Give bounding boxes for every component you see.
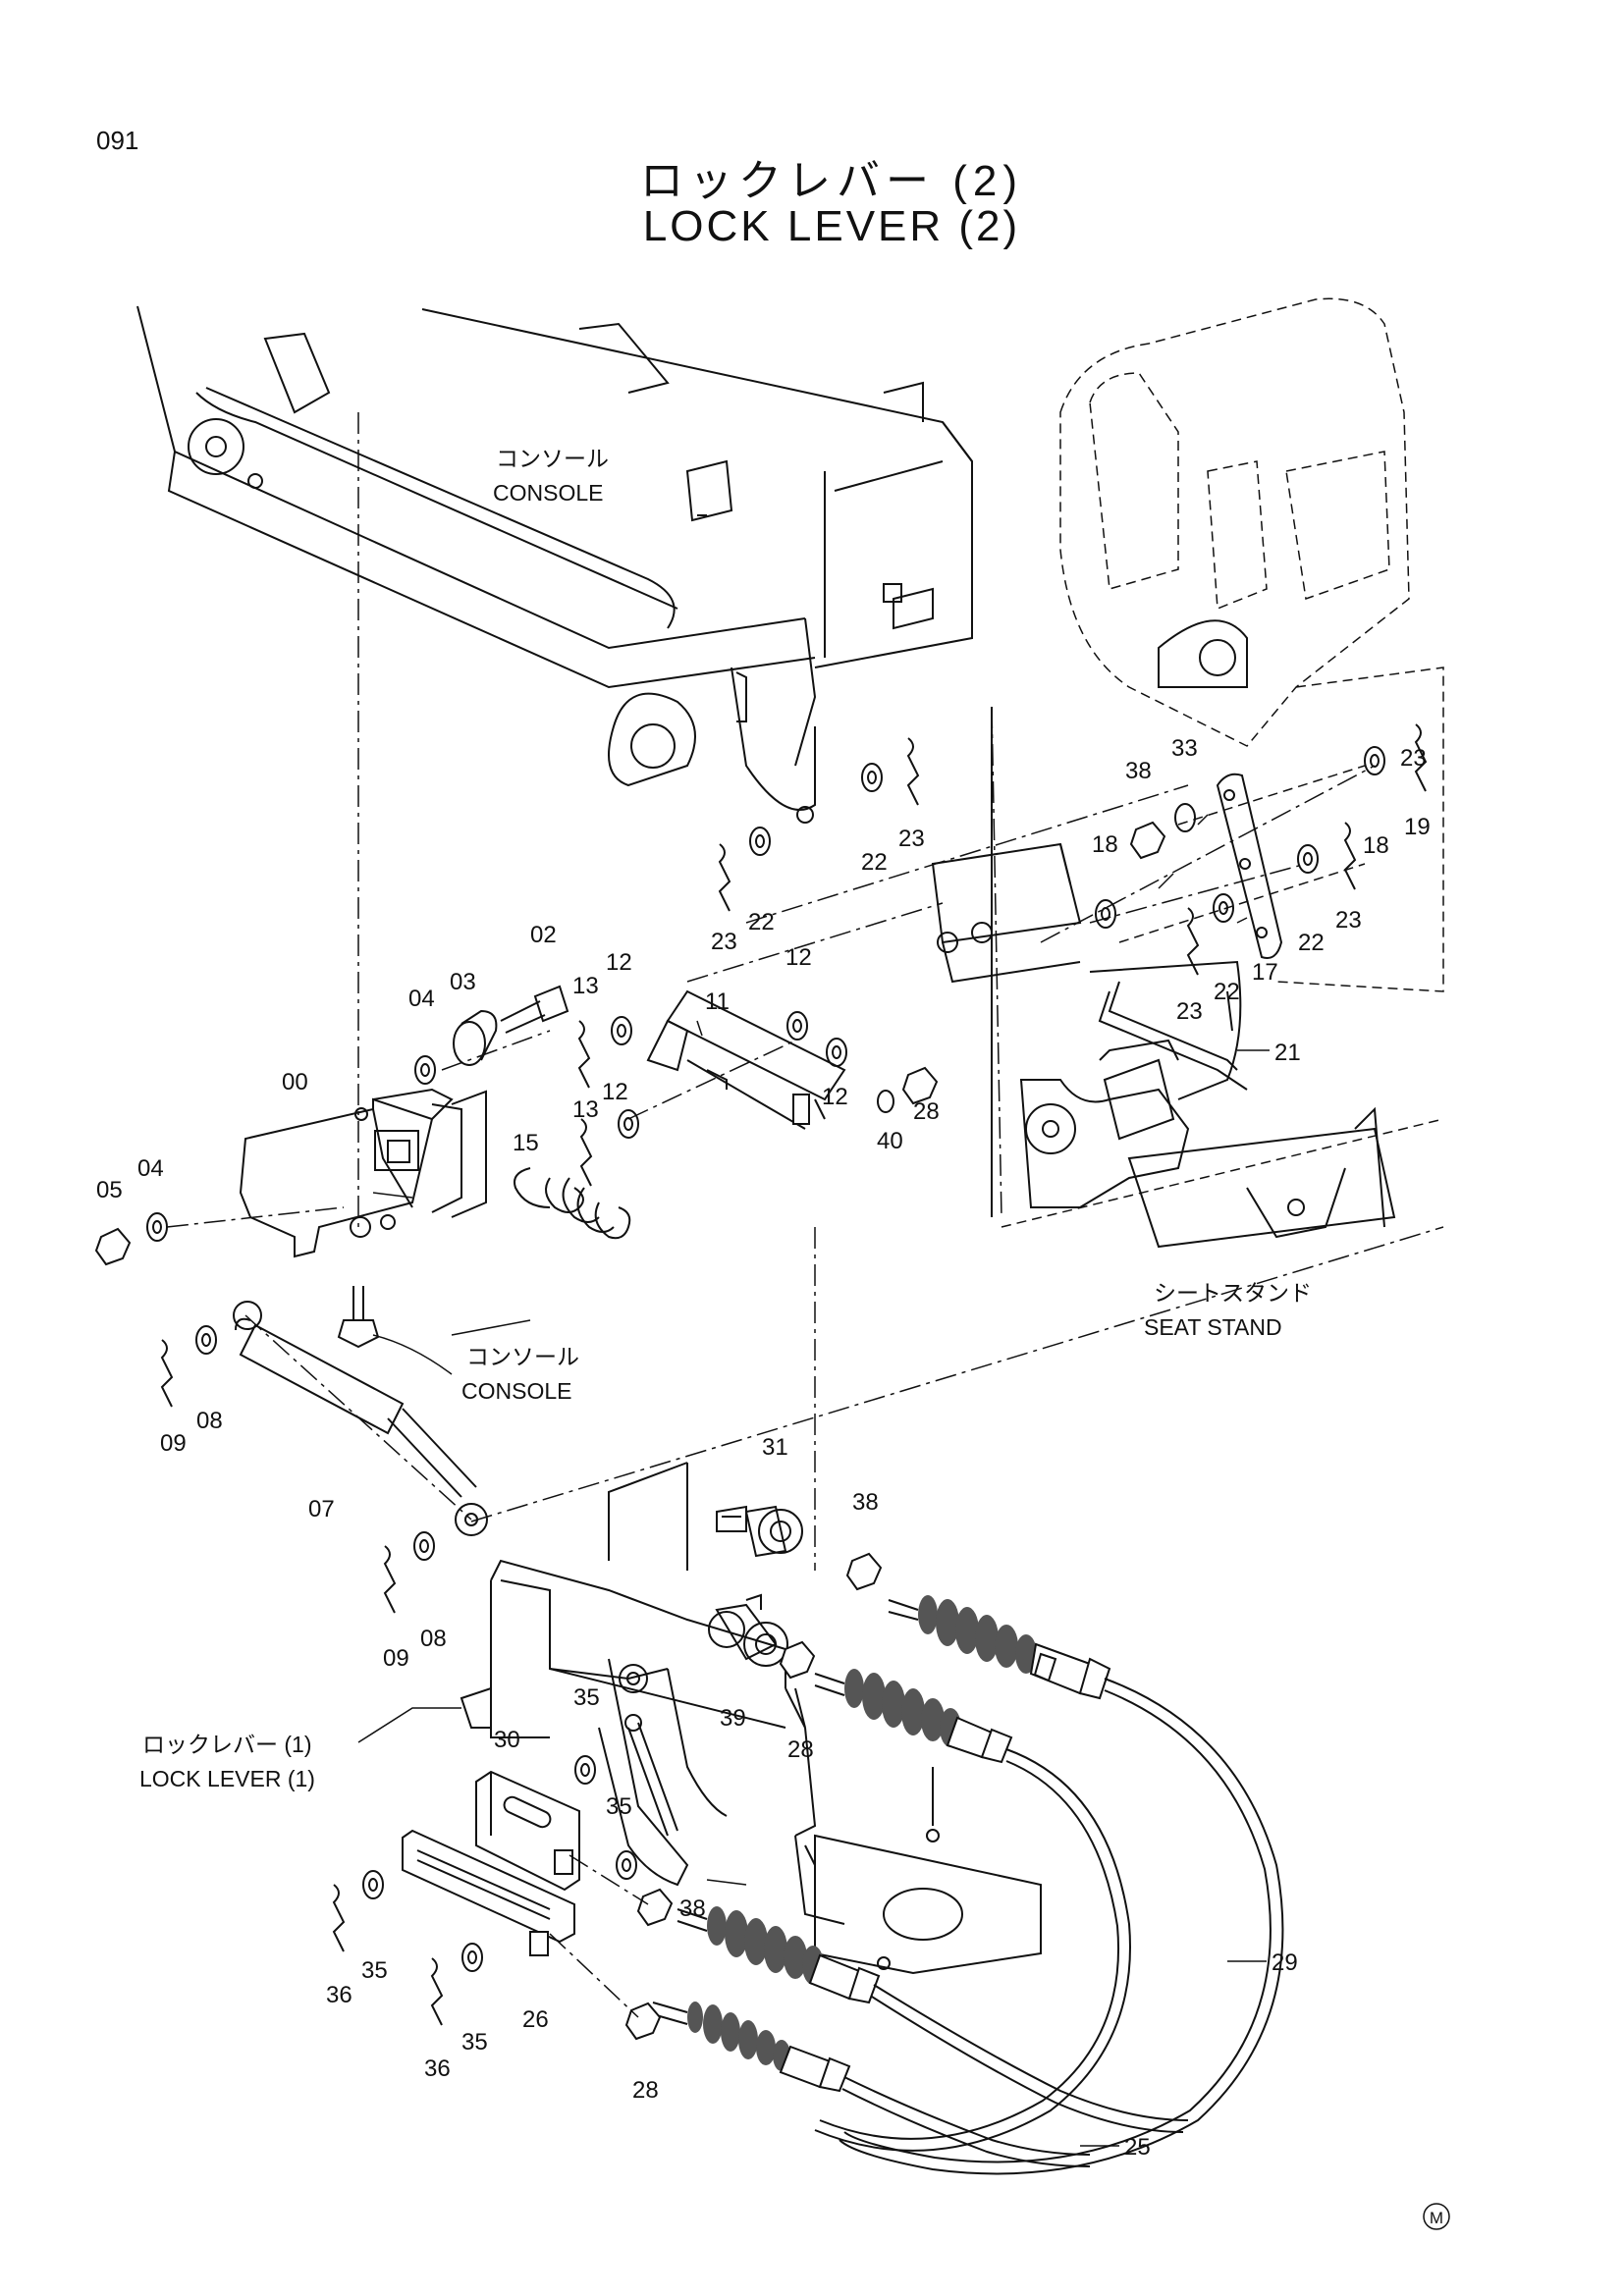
callout: 11: [705, 988, 730, 1015]
cable-lower-29: [677, 1906, 1189, 2133]
callout: 23: [1176, 998, 1203, 1025]
part-callouts: 00 02 03 04 04 05 07 08 08 09 09 11 12 1…: [96, 735, 1431, 2161]
corner-mark: M: [1423, 2203, 1450, 2230]
swivel-31: [716, 1505, 803, 1558]
plate-11: [646, 989, 846, 1130]
console-frame: [136, 305, 973, 824]
callout: 08: [420, 1626, 447, 1652]
lock-lever-1-bracket: [460, 1559, 1042, 1975]
callout: 17: [1252, 959, 1278, 986]
callout: 40: [877, 1128, 903, 1154]
pivot-pin: [624, 1714, 678, 1837]
callout: 12: [602, 1079, 628, 1105]
hardware: [94, 723, 1428, 2041]
seat-stand-frame: [931, 706, 1444, 1249]
page-number: 091: [96, 126, 139, 155]
console-mid-en: CONSOLE: [461, 1378, 571, 1404]
callout: 38: [1125, 758, 1152, 784]
spring-15: [514, 1167, 631, 1240]
callout: 33: [1171, 735, 1198, 762]
callout: 28: [787, 1736, 814, 1763]
callout: 36: [424, 2056, 451, 2082]
callout: 19: [1404, 814, 1431, 840]
callout: 09: [160, 1430, 187, 1457]
callout: 08: [196, 1408, 223, 1434]
callout: 22: [1214, 979, 1240, 1005]
callout: 23: [1335, 907, 1362, 934]
callout: 23: [711, 929, 737, 955]
bracket-00: [239, 1088, 487, 1258]
callout: 35: [361, 1957, 388, 1984]
callout: 35: [606, 1793, 632, 1820]
cab-outline: [1059, 297, 1444, 992]
callout: 07: [308, 1496, 335, 1522]
callout: 05: [96, 1177, 123, 1203]
gas-spring-07: [233, 1301, 488, 1536]
lock-lever-1-jp: ロックレバー (1): [142, 1732, 312, 1757]
lock-lever-1-en: LOCK LEVER (1): [139, 1766, 315, 1791]
callout: 04: [137, 1155, 164, 1182]
callout: 13: [572, 1096, 599, 1123]
link-plate-17: [1118, 765, 1366, 959]
callout: 12: [606, 949, 632, 976]
console-top-en: CONSOLE: [493, 480, 603, 506]
callout: 28: [632, 2077, 659, 2104]
callout: 23: [898, 826, 925, 852]
callout: 38: [852, 1489, 879, 1516]
callout: 12: [785, 944, 812, 971]
seat-stand-en: SEAT STAND: [1144, 1314, 1282, 1340]
cable-lower-25: [652, 2002, 1091, 2167]
callout: 15: [513, 1130, 539, 1156]
note-leaders: [357, 814, 1270, 2147]
rod-21: [1098, 981, 1248, 1091]
text-labels: コンソール CONSOLE コンソール CONSOLE シートスタンド SEAT…: [139, 446, 1312, 1791]
callout: 09: [383, 1645, 409, 1672]
corner-mark-letter: M: [1430, 2209, 1443, 2227]
callout: 02: [530, 922, 557, 948]
title-english: LOCK LEVER (2): [642, 202, 1021, 250]
callout: 22: [1298, 930, 1325, 956]
callout: 03: [450, 969, 476, 995]
callout: 31: [762, 1434, 788, 1461]
callout: 21: [1274, 1040, 1301, 1066]
callout: 18: [1363, 832, 1389, 859]
console-mid-jp: コンソール: [466, 1344, 579, 1369]
callout: 23: [1400, 745, 1427, 772]
bracket-26: [402, 1829, 575, 1956]
bolt-console: [337, 1286, 380, 1349]
callout: 26: [522, 2006, 549, 2033]
swivel-39: [708, 1593, 788, 1667]
callout: 38: [679, 1896, 706, 1922]
callout: 25: [1124, 2134, 1151, 2161]
callout: 22: [748, 909, 775, 935]
callout: 22: [861, 849, 888, 876]
seat-stand-jp: シートスタンド: [1154, 1280, 1312, 1306]
callout: 04: [408, 986, 435, 1012]
bracket-30: [475, 1770, 580, 1892]
console-top-jp: コンソール: [496, 446, 609, 471]
centre-lines: [166, 412, 1444, 2018]
cable-29: [839, 1595, 1284, 2175]
callout: 18: [1092, 831, 1118, 858]
callout: 35: [461, 2029, 488, 2056]
callout: 12: [822, 1084, 848, 1110]
callout: 29: [1272, 1949, 1298, 1976]
callout: 28: [913, 1098, 940, 1125]
callout: 39: [720, 1705, 746, 1732]
callout: 36: [326, 1982, 352, 2008]
callout: 35: [573, 1684, 600, 1711]
title-japanese: ロックレバー (2): [640, 157, 1023, 205]
cable-upper-second: [814, 1669, 1131, 2152]
callout: 13: [572, 973, 599, 999]
callout: 00: [282, 1069, 308, 1095]
callout: 30: [494, 1727, 520, 1753]
